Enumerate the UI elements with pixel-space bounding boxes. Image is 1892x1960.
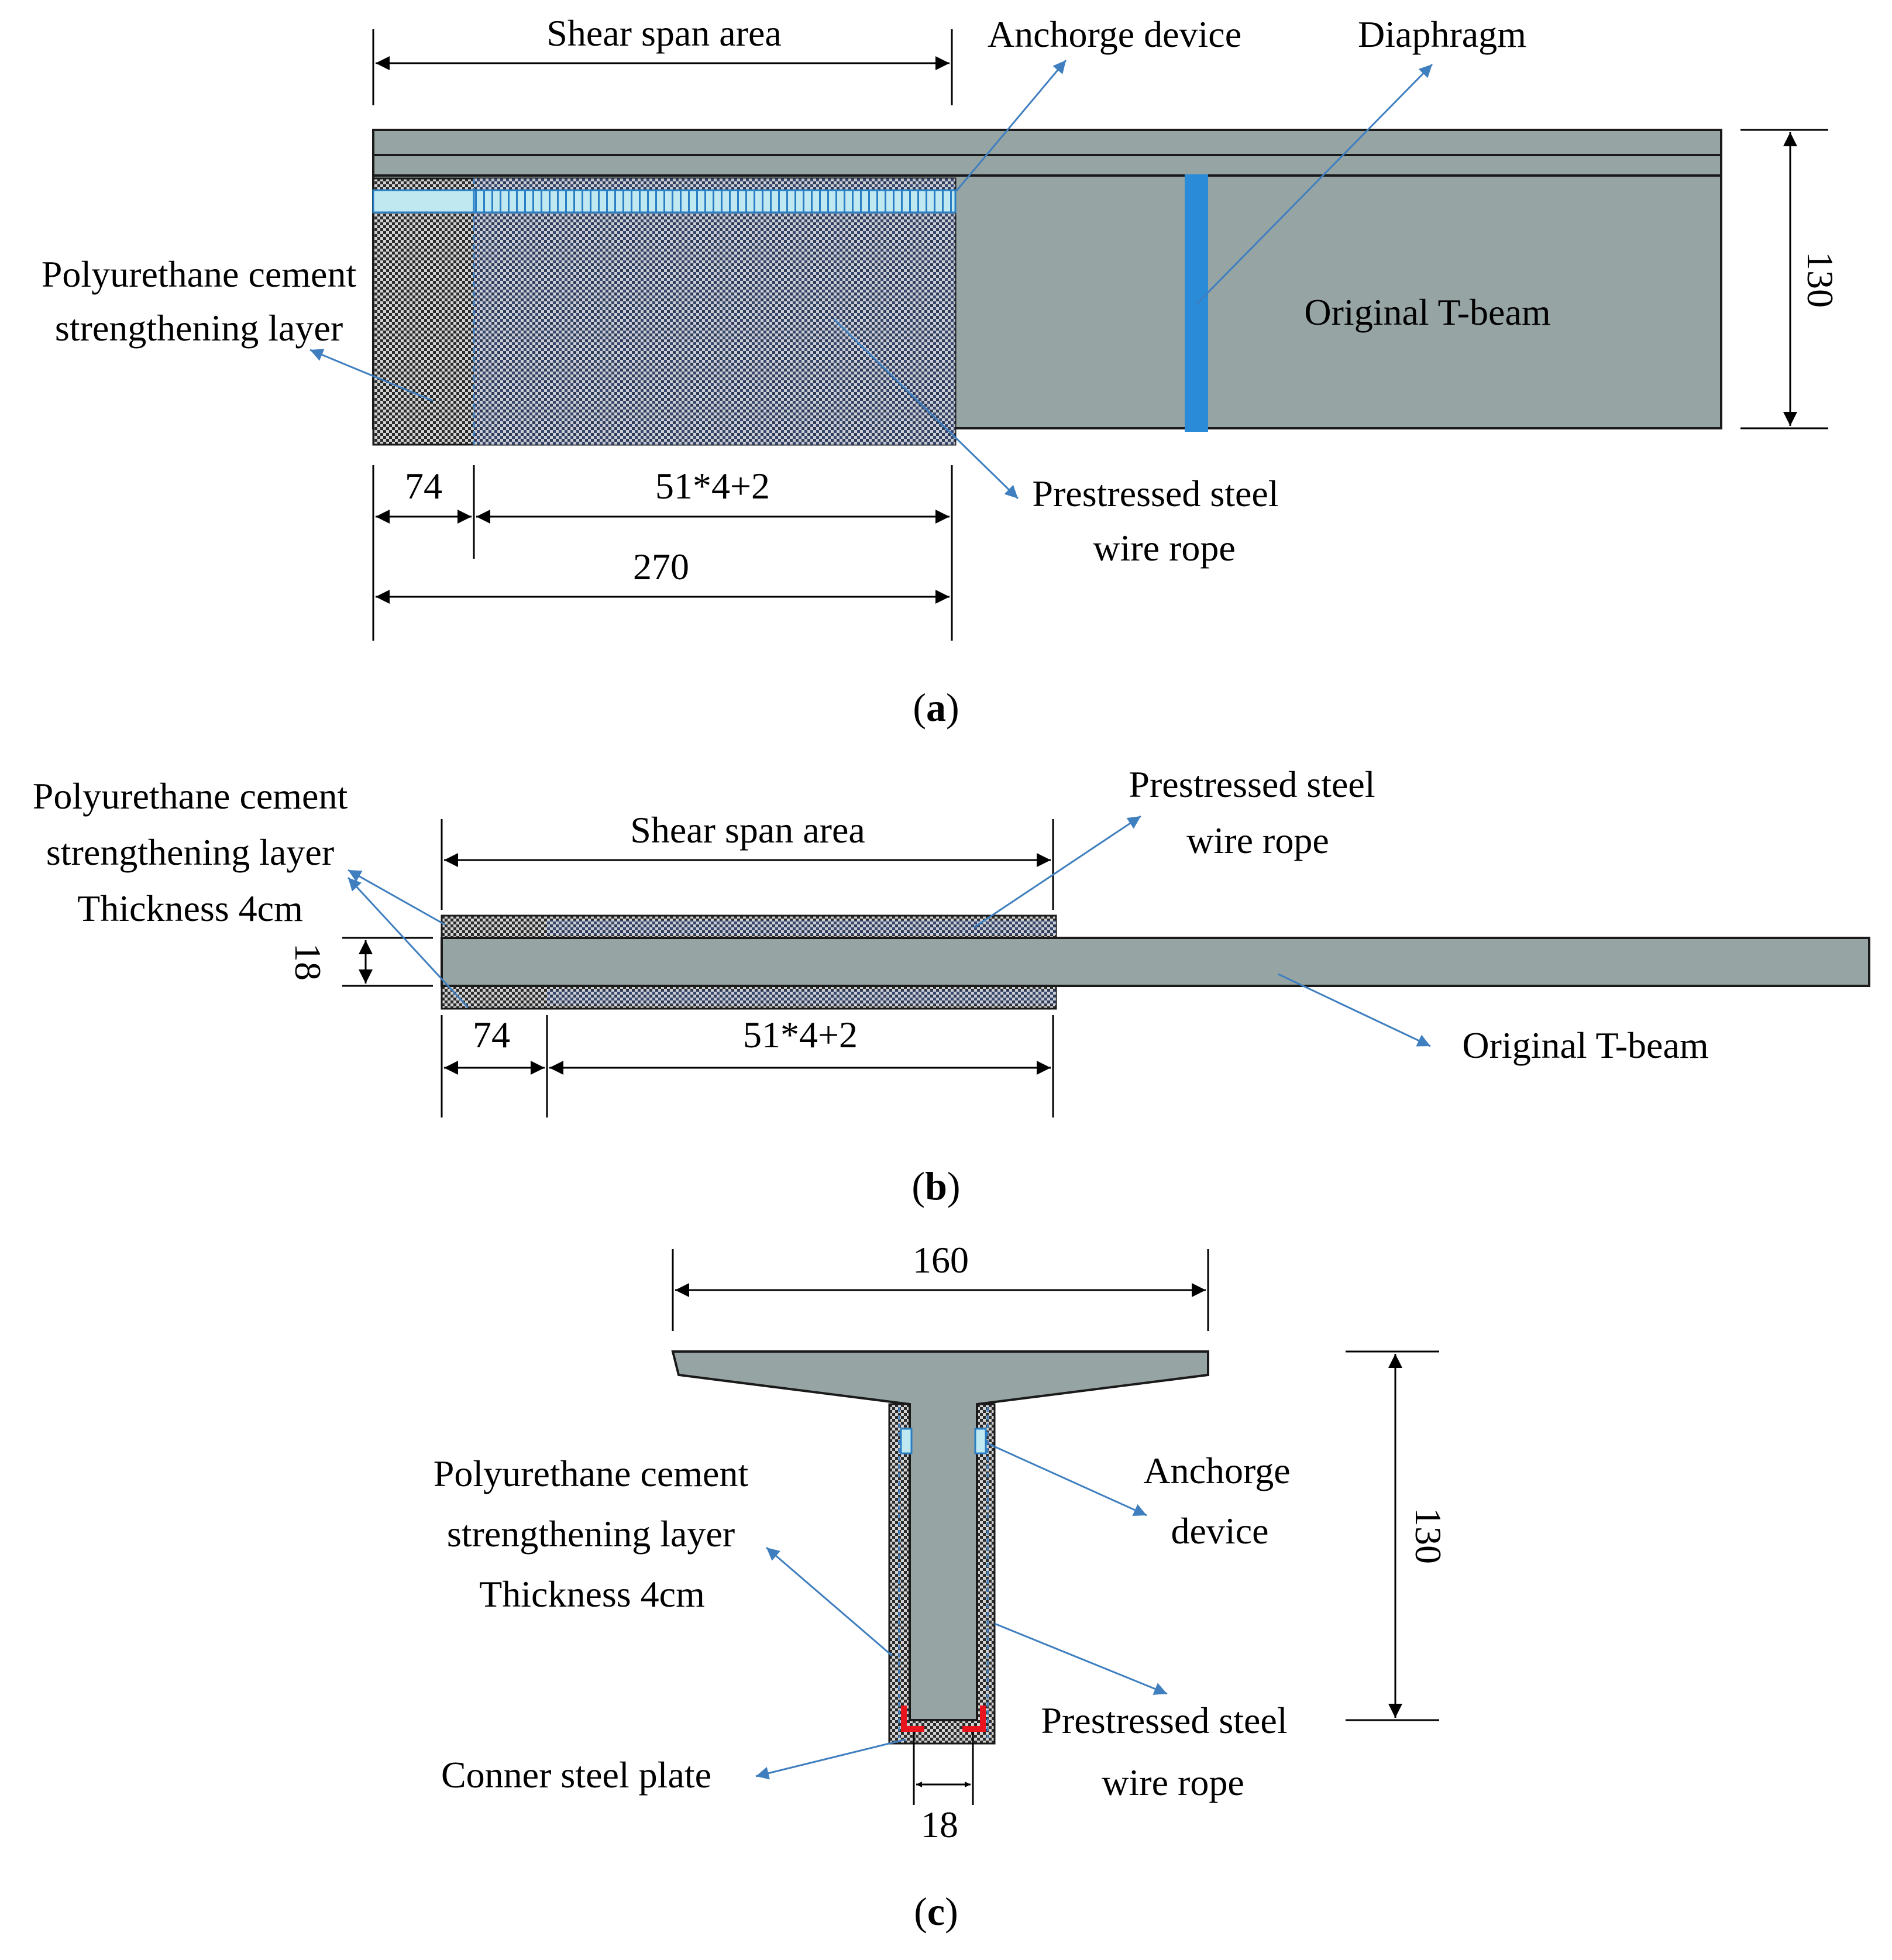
panel-c-height-value: 130 (1408, 1508, 1449, 1564)
panel-b-beam-label: Original T-beam (1462, 1024, 1708, 1066)
panel-c-caption: (c) (914, 1889, 958, 1934)
panel-c-anchorage-leader (988, 1443, 1147, 1517)
panel-a-dim-51x4-value: 51*4+2 (655, 465, 770, 507)
panel-c-pu-label-2: strengthening layer (447, 1513, 735, 1555)
panel-b-shear-span-label: Shear span area (630, 809, 865, 851)
panel-a-pu-label-1: Polyurethane cement (42, 253, 357, 295)
panel-b-web-width-value: 18 (287, 943, 329, 981)
panel-b-dim-74-value: 74 (473, 1014, 510, 1055)
panel-b-beam-leader (1278, 973, 1431, 1047)
panel-a-anchorage-label: Anchorge device (988, 13, 1241, 55)
panel-b-wire-label-1: Prestressed steel (1129, 764, 1375, 805)
panel-a-anchorage-leader (955, 60, 1067, 191)
panel-c-anchorage-label-1: Anchorge (1143, 1450, 1290, 1491)
panel-c-original-beam (671, 1350, 1209, 1721)
panel-b-wire-zone-top (547, 920, 1056, 935)
panel-b-wire-label-2: wire rope (1186, 820, 1329, 861)
panel-b-original-beam (441, 937, 1870, 987)
panel-b-wire-zone-bottom (547, 989, 1056, 1005)
panel-a-pu-leader (309, 349, 434, 402)
panel-c-corner-plate-left (901, 1705, 924, 1732)
panel-b: 18 Shear span area 74 51*4+2 Polyurethan… (33, 764, 1870, 1208)
panel-a-wire-label-2: wire rope (1093, 527, 1235, 569)
panel-c-flange-width-value: 160 (913, 1239, 969, 1281)
panel-a-diaphragm-leader (1195, 63, 1433, 305)
panel-b-dim-51x4-value: 51*4+2 (743, 1014, 858, 1055)
panel-a: Shear span area 130 74 51*4+2 270 Anchor… (42, 12, 1841, 730)
panel-a-beam-label: Original T-beam (1304, 291, 1550, 333)
panel-b-pu-leader-1 (348, 869, 445, 926)
panel-a-shear-span-label: Shear span area (546, 12, 782, 54)
panel-a-dim-270-value: 270 (633, 546, 689, 587)
panel-a-pu-label-2: strengthening layer (55, 307, 343, 349)
panel-a-dim-74-value: 74 (405, 465, 442, 507)
panel-a-caption: (a) (913, 685, 959, 730)
panel-c-anchorage-right (974, 1428, 987, 1454)
panel-a-anchorage-strip (473, 189, 957, 214)
panel-c-wire-label-1: Prestressed steel (1041, 1700, 1287, 1741)
panel-c: 160 130 18 Polyurethane cement strengthe… (434, 1239, 1449, 1934)
panel-c-anchorage-left (900, 1428, 913, 1454)
panel-a-wire-leader (833, 318, 1019, 500)
panel-b-wire-leader (973, 815, 1141, 929)
panel-b-pu-label-1: Polyurethane cement (33, 775, 348, 817)
panel-a-height-value: 130 (1800, 252, 1841, 308)
panel-c-corner-plate-right (962, 1705, 986, 1732)
panel-c-pu-leader (766, 1546, 893, 1657)
panel-b-pu-label-2: strengthening layer (46, 831, 334, 873)
panel-c-pu-label-1: Polyurethane cement (434, 1453, 749, 1494)
panel-c-web-width-value: 18 (921, 1804, 958, 1845)
panel-b-pu-label-3: Thickness 4cm (77, 888, 303, 929)
panel-c-wire-leader (994, 1622, 1168, 1695)
panel-a-wire-rope-zone (474, 178, 955, 445)
panel-c-corner-plate-leader (755, 1738, 906, 1780)
panel-c-anchorage-label-2: device (1171, 1510, 1269, 1552)
panel-a-anchorage-strip-plain (372, 189, 475, 214)
panel-b-pu-leader-2 (347, 876, 469, 1009)
panel-c-corner-plate-label: Conner steel plate (441, 1754, 711, 1796)
panel-b-caption: (b) (911, 1164, 960, 1208)
panel-a-wire-label-1: Prestressed steel (1032, 473, 1278, 514)
panel-c-pu-label-3: Thickness 4cm (479, 1573, 705, 1615)
panel-a-diaphragm-label: Diaphragm (1358, 13, 1526, 55)
panel-c-wire-label-2: wire rope (1102, 1762, 1244, 1803)
